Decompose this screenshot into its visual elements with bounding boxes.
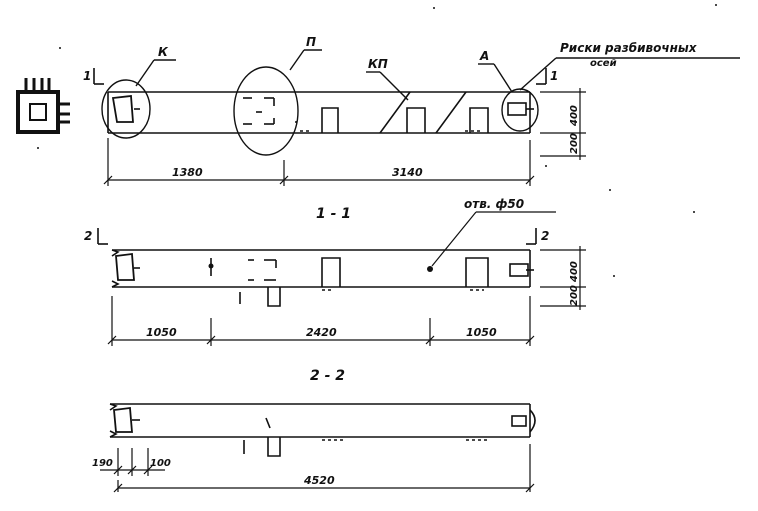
top-dimension-lines [103,88,586,186]
bottom-dimension-lines [100,444,535,493]
hole-note-label: отв. ф50 [464,197,524,211]
top-dim-height: 400 [569,105,580,127]
top-dim-1: 1380 [172,166,203,179]
mid-dimension-lines [107,246,586,346]
section-2-left-mark: 2 [84,229,92,243]
callout-kp-label: КП [368,57,388,71]
section-1-1-view: отв. ф50 2 2 1050 2420 1050 [84,197,586,346]
risk-label-line1: Риски разбивочных [560,41,698,55]
section-1-right-mark: 1 [550,69,558,83]
bottom-dim-100: 100 [150,458,171,469]
scan-specks [37,4,717,277]
top-dim-2: 3140 [392,166,423,179]
section-2-right-mark: 2 [541,229,549,243]
mid-dim-height: 400 [569,261,580,283]
mid-dim-2: 2420 [306,326,337,339]
mid-dim-3: 1050 [466,326,497,339]
callout-p-label: П [306,35,316,49]
risk-label-line2: осей [590,58,617,69]
section-1-left-mark: 1 [83,69,91,83]
section-2-marks [97,228,537,245]
section-2-2-title: 2 - 2 [310,368,345,384]
callout-k-label: К [158,45,169,59]
section-2-2-view: 190 100 4520 [92,403,536,493]
mid-dim-bottom: 200 [569,285,580,306]
callout-a-label: А [479,49,489,63]
top-dim-bottom: 200 [569,133,580,154]
section-1-1-title: 1 - 1 [316,206,351,222]
section-1-marks [93,68,547,85]
mid-dim-1: 1050 [146,326,177,339]
main-view: К П КП А Риски разбивочных осей 1 1 [83,35,740,186]
side-view [16,78,70,134]
bottom-dim-total: 4520 [303,474,335,487]
bottom-dim-190: 190 [92,458,113,469]
